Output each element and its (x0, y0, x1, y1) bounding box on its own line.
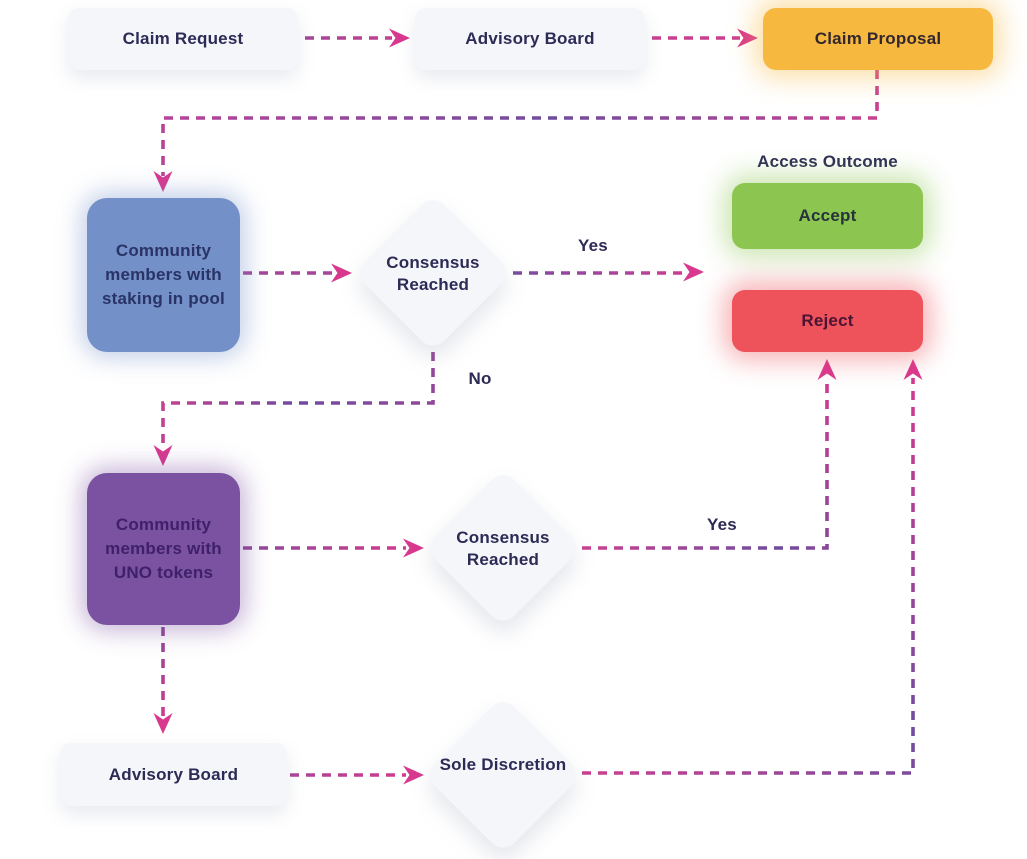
arrowhead-down-icon (153, 445, 173, 466)
edge-label-yes-2: Yes (707, 515, 737, 534)
arrowhead-right-icon (403, 538, 424, 558)
arrowhead-up-icon (817, 359, 837, 380)
arrowhead-right-icon (737, 28, 758, 48)
node-advisory-board-bottom: Advisory Board (60, 743, 287, 806)
edge-consensus2-yes-to-reject (582, 378, 829, 550)
node-reject: Reject (732, 290, 923, 352)
node-accept: Accept (732, 183, 923, 249)
arrowhead-up-icon (903, 359, 923, 380)
edge-claim-proposal-to-staking (161, 70, 879, 176)
access-outcome-heading: Access Outcome (757, 152, 898, 171)
decision-consensus-reached-2-label: Consensus Reached (456, 528, 550, 570)
node-advisory-board-top: Advisory Board (415, 8, 645, 70)
edge-sole-discretion-to-reject (582, 378, 915, 775)
node-community-members-staking: Community members with staking in pool (87, 198, 240, 352)
arrowhead-right-icon (403, 765, 424, 785)
edge-consensus1-no (161, 352, 435, 450)
arrowheads (153, 28, 923, 785)
arrowhead-right-icon (389, 28, 410, 48)
decision-sole-discretion-label: Sole Discretion (439, 755, 567, 774)
arrowhead-right-icon (683, 262, 704, 282)
edge-label-yes-1: Yes (578, 236, 608, 255)
arrowhead-right-icon (331, 263, 352, 283)
node-claim-request: Claim Request (68, 8, 298, 70)
arrowhead-down-icon (153, 171, 173, 192)
edge-label-no-1: No (468, 369, 492, 388)
node-claim-proposal: Claim Proposal (763, 8, 993, 70)
node-community-members-uno: Community members with UNO tokens (87, 473, 240, 625)
decision-consensus-reached-1-label: Consensus Reached (386, 253, 480, 295)
arrowhead-down-icon (153, 713, 173, 734)
